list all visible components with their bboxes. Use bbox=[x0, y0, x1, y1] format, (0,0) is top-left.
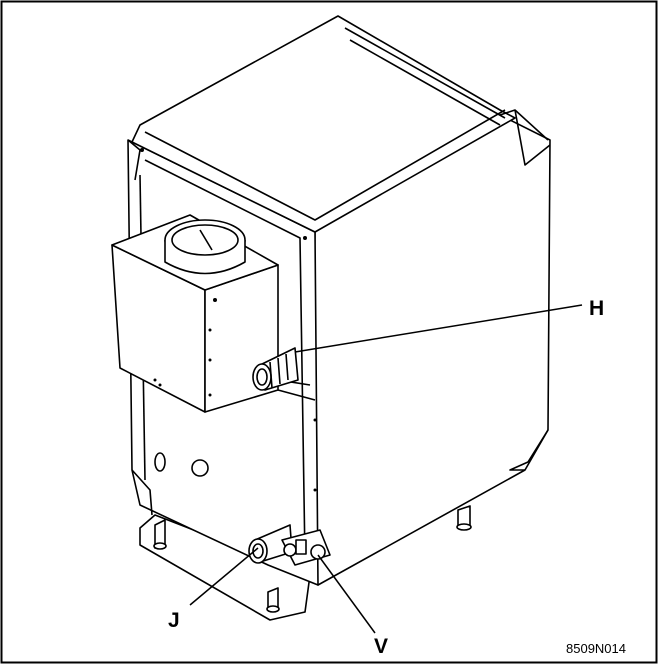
right-chamfer-top bbox=[499, 109, 551, 166]
figure-reference: 8509N014 bbox=[566, 641, 626, 656]
top-seam bbox=[344, 27, 506, 126]
connector-h-threads bbox=[269, 353, 289, 389]
callout-h: H bbox=[589, 297, 605, 320]
connector-h-inner bbox=[256, 368, 268, 386]
valve-v-port-2 bbox=[310, 544, 326, 560]
callout-v: V bbox=[374, 635, 389, 658]
valve-v-port-1 bbox=[283, 543, 297, 557]
leader-line-v bbox=[317, 554, 376, 634]
leader-line-h bbox=[294, 304, 583, 353]
valve-v-nut bbox=[295, 539, 307, 555]
rear-opening-1 bbox=[154, 452, 166, 472]
left-chamfer-bottom bbox=[131, 469, 153, 516]
foot-front-left-pad bbox=[153, 542, 167, 550]
front-top-edge bbox=[144, 109, 506, 221]
foot-rear-left-pad bbox=[266, 605, 280, 613]
rear-opening-2 bbox=[191, 459, 209, 477]
flue-damper bbox=[199, 229, 213, 251]
right-chamfer-bottom bbox=[509, 429, 549, 471]
rear-inner-edge bbox=[144, 159, 306, 561]
connector-j-inner bbox=[252, 543, 264, 559]
foot-right-pad bbox=[456, 523, 472, 531]
screws bbox=[140, 148, 317, 492]
flue-collar-inner bbox=[171, 224, 239, 256]
leader-line-j bbox=[189, 547, 259, 606]
callout-j: J bbox=[168, 609, 180, 632]
